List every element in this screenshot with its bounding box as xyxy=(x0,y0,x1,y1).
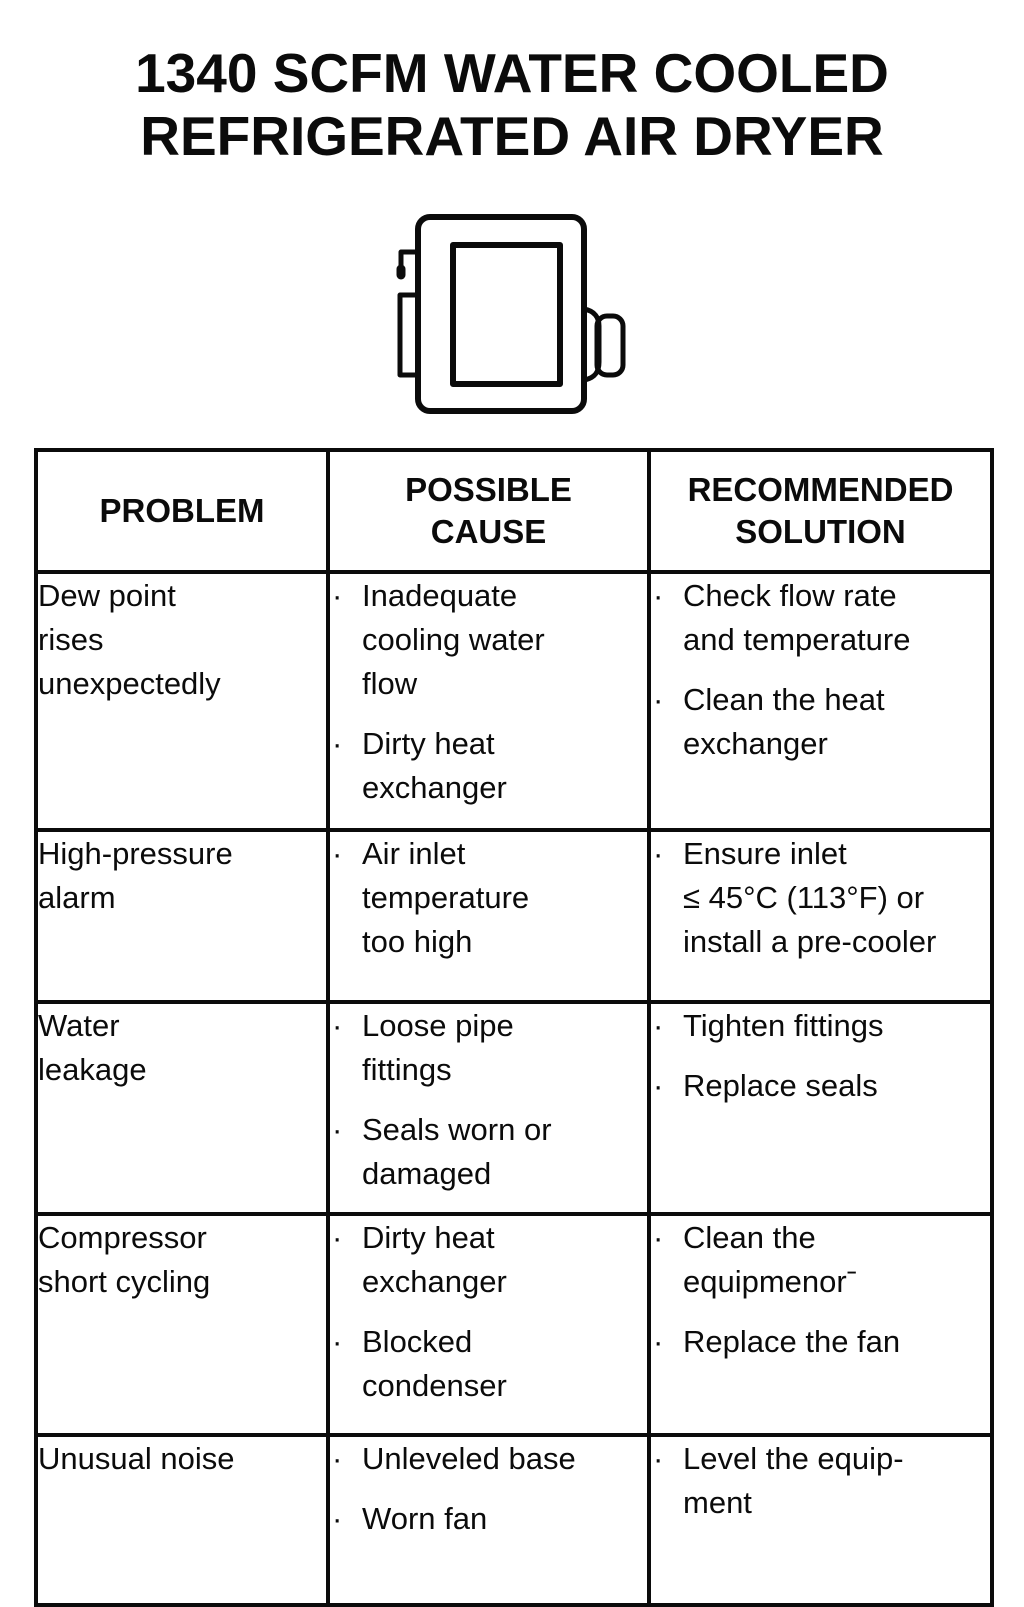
cause-text: Loose pipe fittings xyxy=(362,1008,514,1087)
cause-item: · Dirty heat exchanger xyxy=(330,722,647,810)
problem-text: Water leakage xyxy=(38,1008,147,1087)
bullet-icon: · xyxy=(653,1324,664,1359)
header-cause-text: POSSIBLE CAUSE xyxy=(405,471,572,550)
bullet-icon: · xyxy=(332,578,343,613)
bullet-icon: · xyxy=(332,1501,343,1536)
table-row: Water leakage · Loose pipe fittings · Se… xyxy=(34,1000,994,1216)
header-problem: PROBLEM xyxy=(34,448,330,574)
air-dryer-icon xyxy=(0,212,1024,418)
solution-cell: · Check flow rate and temperature · Clea… xyxy=(647,570,994,832)
air-dryer-icon-svg xyxy=(396,214,626,414)
solution-item: · Ensure inlet ≤ 45°C (113°F) or install… xyxy=(651,832,990,964)
bullet-icon: · xyxy=(653,578,664,613)
bullet-icon: · xyxy=(332,1441,343,1476)
problem-cell: High-pressure alarm xyxy=(34,828,330,1004)
cause-item: · Unleveled base xyxy=(330,1437,647,1481)
solution-text: Replace the fan xyxy=(683,1324,901,1359)
bullet-icon: · xyxy=(332,1220,343,1255)
cause-text: Blocked condenser xyxy=(362,1324,507,1403)
cause-cell: · Unleveled base · Worn fan xyxy=(326,1433,651,1607)
solution-text: Level the equip- ment xyxy=(683,1441,904,1520)
document-page: { "colors": { "text": "#0b0b0b", "border… xyxy=(0,42,1024,1607)
bullet-icon: · xyxy=(653,1220,664,1255)
bullet-icon: · xyxy=(653,1441,664,1476)
cause-cell: · Dirty heat exchanger · Blocked condens… xyxy=(326,1212,651,1437)
page-title: 1340 SCFM WATER COOLED REFRIGERATED AIR … xyxy=(135,42,889,167)
solution-item: · Level the equip- ment xyxy=(651,1437,990,1525)
cause-text: Seals worn or damaged xyxy=(362,1112,552,1191)
problem-text: Dew point rises unexpectedly xyxy=(38,578,221,701)
problem-cell: Compressor short cycling xyxy=(34,1212,330,1437)
bullet-icon: · xyxy=(332,1112,343,1147)
solution-text: Ensure inlet ≤ 45°C (113°F) or install a… xyxy=(683,836,937,959)
bullet-icon: · xyxy=(332,1324,343,1359)
bullet-icon: · xyxy=(653,1068,664,1103)
bullet-icon: · xyxy=(332,1008,343,1043)
cause-item: · Loose pipe fittings xyxy=(330,1004,647,1092)
solution-item: · Clean the equipmenorˉ xyxy=(651,1216,990,1304)
solution-item: · Tighten fittings xyxy=(651,1004,990,1048)
bullet-icon: · xyxy=(653,836,664,871)
solution-item: · Check flow rate and temperature xyxy=(651,574,990,662)
bullet-icon: · xyxy=(332,836,343,871)
table-row: High-pressure alarm · Air inlet temperat… xyxy=(34,828,994,1004)
problem-text: Compressor short cycling xyxy=(38,1220,211,1299)
problem-text: High-pressure alarm xyxy=(38,836,233,915)
solution-text: Replace seals xyxy=(683,1068,878,1103)
cause-item: · Seals worn or damaged xyxy=(330,1108,647,1196)
solution-cell: · Tighten fittings · Replace seals xyxy=(647,1000,994,1216)
solution-item: · Replace seals xyxy=(651,1064,990,1108)
cause-cell: · Inadequate cooling water flow · Dirty … xyxy=(326,570,651,832)
cause-text: Air inlet temperature too high xyxy=(362,836,530,959)
header-cause: POSSIBLE CAUSE xyxy=(326,448,651,574)
troubleshooting-table: PROBLEM POSSIBLE CAUSE RECOMMENDED SOLUT… xyxy=(34,448,994,1607)
solution-item: · Replace the fan xyxy=(651,1320,990,1364)
cause-text: Inadequate cooling water flow xyxy=(362,578,545,701)
solution-text: Clean the heat exchanger xyxy=(683,682,885,761)
problem-cell: Water leakage xyxy=(34,1000,330,1216)
bullet-icon: · xyxy=(332,726,343,761)
solution-text: Clean the equipmenorˉ xyxy=(683,1220,858,1299)
cause-cell: · Loose pipe fittings · Seals worn or da… xyxy=(326,1000,651,1216)
table-header-row: PROBLEM POSSIBLE CAUSE RECOMMENDED SOLUT… xyxy=(34,448,994,574)
problem-cell: Unusual noise xyxy=(34,1433,330,1607)
solution-cell: · Clean the equipmenorˉ · Replace the fa… xyxy=(647,1212,994,1437)
cause-item: · Air inlet temperature too high xyxy=(330,832,647,964)
cause-text: Dirty heat exchanger xyxy=(362,726,507,805)
cause-item: · Worn fan xyxy=(330,1497,647,1541)
cause-text: Worn fan xyxy=(362,1501,488,1536)
solution-text: Tighten fittings xyxy=(683,1008,884,1043)
solution-text: Check flow rate and temperature xyxy=(683,578,911,657)
header-solution: RECOMMENDED SOLUTION xyxy=(647,448,994,574)
table-row: Compressor short cycling · Dirty heat ex… xyxy=(34,1212,994,1437)
table-row: Dew point rises unexpectedly · Inadequat… xyxy=(34,570,994,832)
cause-item: · Inadequate cooling water flow xyxy=(330,574,647,706)
solution-item: · Clean the heat exchanger xyxy=(651,678,990,766)
bullet-icon: · xyxy=(653,682,664,717)
bullet-icon: · xyxy=(653,1008,664,1043)
cause-cell: · Air inlet temperature too high xyxy=(326,828,651,1004)
cause-item: · Blocked condenser xyxy=(330,1320,647,1408)
cause-text: Unleveled base xyxy=(362,1441,576,1476)
cause-text: Dirty heat exchanger xyxy=(362,1220,507,1299)
solution-cell: · Ensure inlet ≤ 45°C (113°F) or install… xyxy=(647,828,994,1004)
problem-cell: Dew point rises unexpectedly xyxy=(34,570,330,832)
header-solution-text: RECOMMENDED SOLUTION xyxy=(687,471,954,550)
table-row: Unusual noise · Unleveled base · Worn fa… xyxy=(34,1433,994,1607)
solution-cell: · Level the equip- ment xyxy=(647,1433,994,1607)
header-problem-text: PROBLEM xyxy=(99,492,265,529)
cause-item: · Dirty heat exchanger xyxy=(330,1216,647,1304)
problem-text: Unusual noise xyxy=(38,1441,235,1476)
